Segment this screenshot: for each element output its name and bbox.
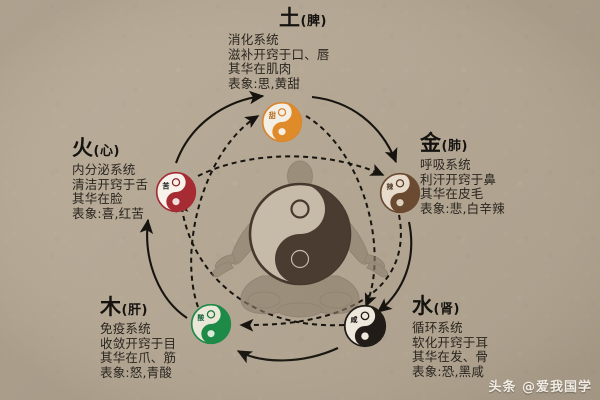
fire-line-3: 其华在脸 [72, 191, 123, 207]
water-line-1: 循环系统 [412, 320, 463, 336]
fire-line-1: 内分泌系统 [72, 162, 136, 178]
element-block-metal: 金(肺) 呼吸系统 利汗开窍于鼻 其华在皮毛 表象:悲,白辛辣 [420, 131, 570, 216]
element-name-fire: 火 [72, 136, 94, 160]
metal-line-4: 表象:悲,白辛辣 [420, 200, 505, 216]
element-name-wood: 木 [100, 295, 122, 319]
metal-line-3: 其华在皮毛 [420, 186, 484, 202]
water-line-4: 表象:恐,黑咸 [412, 363, 485, 379]
watermark-text: 头条 @爱我国学 [488, 380, 592, 395]
element-block-fire: 火(心) 内分泌系统 清洁开窍于舌 其华在脸 表象:喜,红苦 [72, 136, 202, 221]
element-block-earth: 土(脾) 消化系统 滋补开窍于口、唇 其华在肌肉 表象:思,黄甜 [228, 6, 378, 91]
metal-line-1: 呼吸系统 [420, 157, 471, 173]
element-organ-fire: (心) [93, 144, 120, 159]
element-name-earth: 土 [279, 6, 301, 30]
wood-line-1: 免疫系统 [100, 321, 151, 337]
element-title-water: 水(肾) [412, 294, 562, 318]
yinyang-node-fire[interactable]: 苦 [155, 171, 197, 213]
earth-line-1: 消化系统 [228, 32, 279, 48]
earth-line-3: 其华在肌肉 [228, 61, 292, 77]
yinyang-node-metal[interactable]: 辣 [379, 172, 421, 214]
element-name-water: 水 [412, 294, 434, 318]
taste-tag-wood: 酸 [198, 313, 205, 322]
wood-line-3: 其华在爪、筋 [100, 350, 177, 366]
wood-line-4: 表象:怒,青酸 [100, 364, 173, 380]
yinyang-node-earth[interactable]: 甜 [261, 101, 303, 143]
yinyang-node-wood[interactable]: 酸 [190, 303, 232, 345]
element-title-earth: 土(脾) [228, 6, 378, 30]
taiji-symbol-center [248, 182, 352, 286]
water-line-2: 软化开窍于耳 [412, 334, 489, 350]
yinyang-node-water[interactable]: 咸 [343, 304, 387, 348]
taste-tag-fire: 苦 [162, 182, 169, 191]
element-organ-water: (肾) [433, 302, 460, 317]
element-organ-earth: (脾) [300, 14, 327, 29]
metal-line-2: 利汗开窍于鼻 [420, 171, 497, 187]
taste-tag-water: 咸 [349, 315, 357, 324]
earth-line-2: 滋补开窍于口、唇 [228, 46, 330, 62]
element-organ-wood: (肝) [121, 303, 148, 318]
element-title-wood: 木(肝) [100, 295, 240, 319]
element-block-water: 水(肾) 循环系统 软化开窍于耳 其华在发、骨 表象:恐,黑咸 [412, 294, 562, 379]
fire-line-2: 清洁开窍于舌 [72, 176, 149, 192]
water-line-3: 其华在发、骨 [412, 349, 489, 365]
wood-line-2: 收敛开窍于目 [100, 335, 177, 351]
element-title-metal: 金(肺) [420, 131, 570, 155]
element-name-metal: 金 [420, 131, 442, 155]
taste-tag-earth: 甜 [269, 111, 276, 120]
fire-line-4: 表象:喜,红苦 [72, 205, 145, 221]
element-title-fire: 火(心) [72, 136, 202, 160]
earth-line-4: 表象:思,黄甜 [228, 75, 301, 91]
taste-tag-metal: 辣 [387, 182, 394, 191]
element-block-wood: 木(肝) 免疫系统 收敛开窍于目 其华在爪、筋 表象:怒,青酸 [100, 295, 240, 380]
element-organ-metal: (肺) [441, 139, 468, 154]
